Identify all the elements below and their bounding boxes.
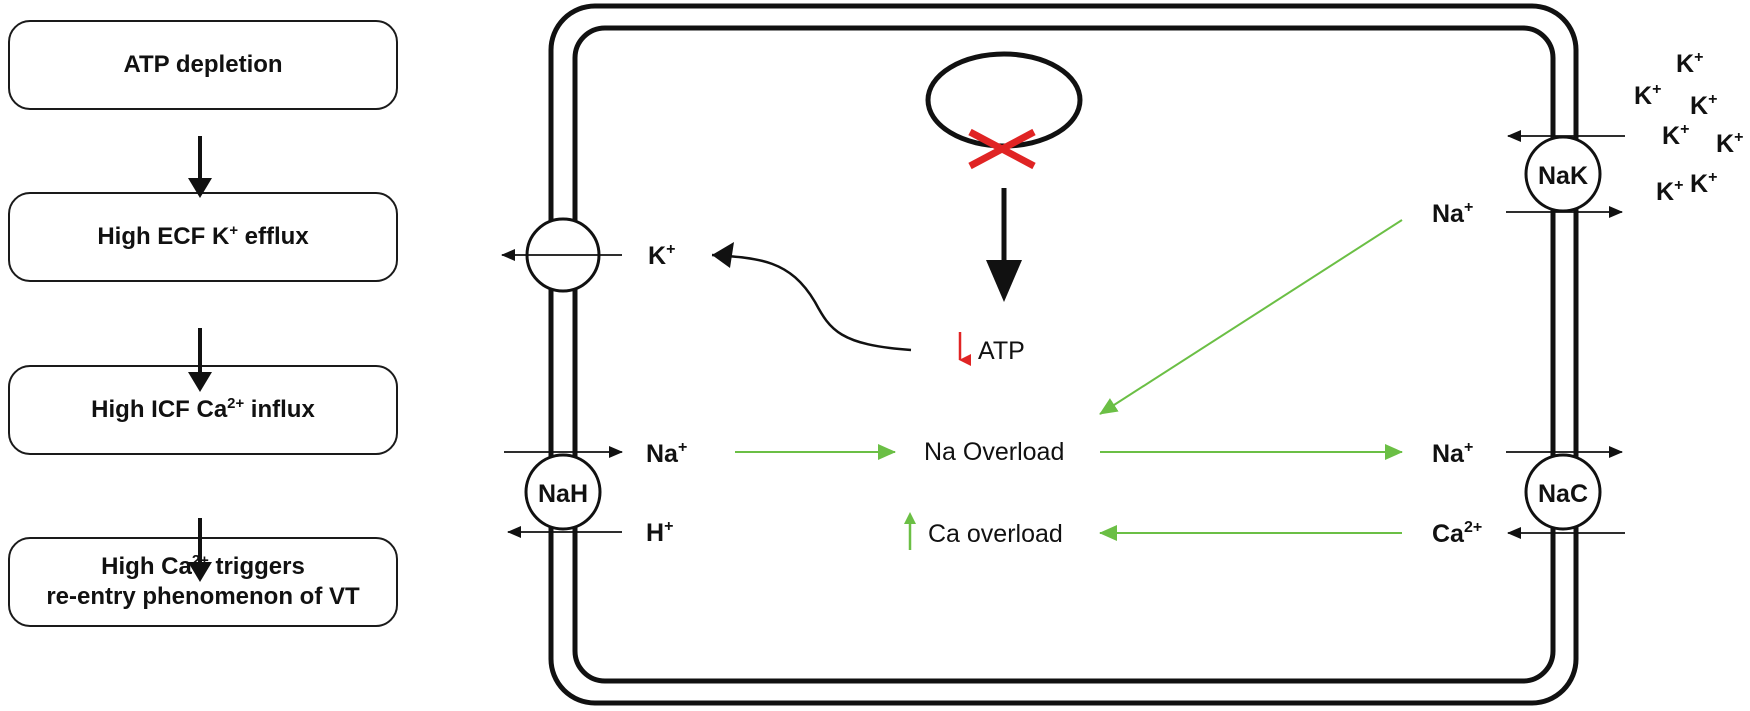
nac-transporter	[1524, 453, 1602, 531]
ca-overload-label: Ca overload	[928, 520, 1063, 548]
atp-to-k-curve	[711, 253, 912, 352]
cell-membrane-outer	[548, 3, 1579, 706]
flow-step-text: High ECF K+ efflux	[97, 223, 309, 250]
na-ion-label-nak: Na+	[1432, 199, 1473, 228]
h-ion-label-left: H+	[646, 518, 673, 547]
nah-label: NaH	[538, 480, 588, 508]
na-ion-label-left: Na+	[646, 439, 687, 468]
na-ion-label-nac: Na+	[1432, 439, 1473, 468]
flow-arrow	[188, 136, 212, 198]
flow-step-icf-ca-influx: High ICF Ca2+ influx	[8, 365, 398, 455]
k-ion-cluster: K+	[1690, 169, 1717, 198]
k-ion-cluster: K+	[1662, 121, 1689, 150]
flow-step-text: High ICF Ca2+ influx	[91, 396, 315, 423]
k-ion-cluster: K+	[1690, 91, 1717, 120]
flow-arrow	[188, 518, 212, 582]
k-ion-cluster: K+	[1676, 49, 1703, 78]
atp-down-arrow	[986, 188, 1022, 302]
nac-label: NaC	[1538, 480, 1588, 508]
na-overload-label: Na Overload	[924, 438, 1064, 466]
ca-increase-arrow-icon	[904, 512, 916, 550]
nak-label: NaK	[1538, 162, 1588, 190]
flow-step-atp-depletion: ATP depletion	[8, 20, 398, 110]
atp-to-k-arrowhead	[712, 242, 734, 268]
flow-arrow	[188, 328, 212, 392]
k-ion-cluster: K+	[1634, 81, 1661, 110]
blocked-x-icon	[968, 128, 1036, 170]
k-ion-cluster: K+	[1656, 177, 1683, 206]
nak-na-to-overload-arrow	[1099, 219, 1403, 415]
mitochondrion-shape	[925, 51, 1083, 149]
ca-ion-label-nac: Ca2+	[1432, 519, 1482, 548]
atp-label: ATP	[978, 337, 1025, 365]
k-ion-label-left: K+	[648, 241, 675, 270]
cell-membrane-inner	[572, 25, 1556, 684]
flow-step-text: ATP depletion	[123, 51, 283, 78]
k-channel	[501, 217, 622, 293]
nah-transporter	[524, 453, 602, 531]
nak-transporter	[1524, 135, 1602, 213]
flow-step-ecf-k-efflux: High ECF K+ efflux	[8, 192, 398, 282]
k-ion-cluster: K+	[1716, 129, 1743, 158]
